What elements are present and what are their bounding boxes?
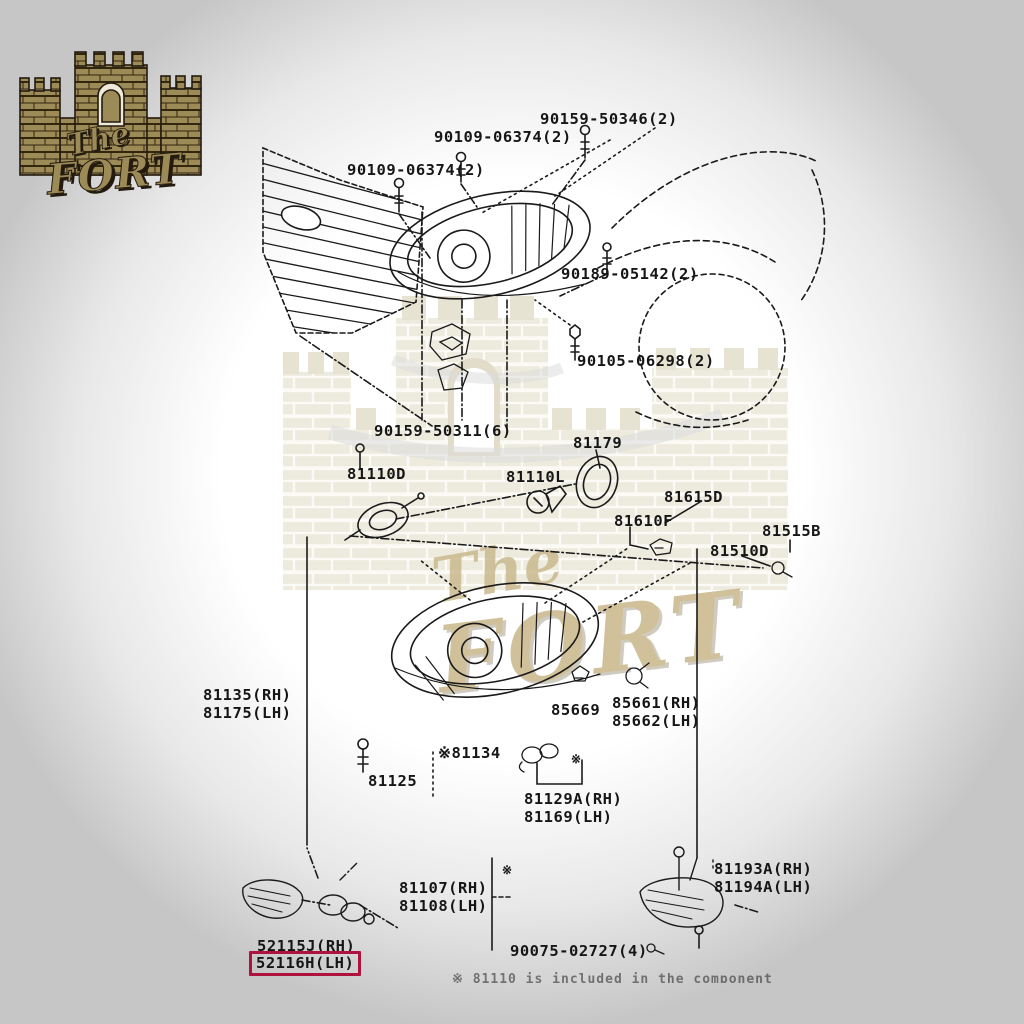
- part-label-81135-81175: 81135(RH)81175(LH): [203, 686, 292, 722]
- svg-text:FORT: FORT: [47, 146, 189, 202]
- screw-81125: [357, 738, 369, 773]
- clip-90075: [646, 943, 665, 955]
- part-label-81129A-81169: 81129A(RH)81169(LH): [524, 790, 623, 826]
- ring-81179: [575, 455, 619, 509]
- bracket-81193-drawing: [639, 846, 724, 928]
- part-label-90159-50311: 90159-50311(6): [374, 422, 512, 440]
- part-label-81125: 81125: [368, 772, 418, 790]
- grille-drawing: [262, 146, 424, 334]
- part-label-81110L: 81110L: [506, 468, 565, 486]
- part-label-81107-81108: 81107(RH)81108(LH): [399, 879, 488, 915]
- lower-headlamp-drawing: [390, 582, 600, 701]
- part-label-ref-mark-b: ※: [571, 752, 582, 766]
- part-label-81134: ※81134: [438, 744, 501, 762]
- part-label-85661-85662: 85661(RH)85662(LH): [612, 694, 701, 730]
- part-label-81515B: 81515B: [762, 522, 821, 540]
- bulb-81110L: [526, 484, 568, 514]
- dotted-leads: [419, 127, 691, 801]
- part-label-81110D: 81110D: [347, 465, 406, 483]
- part-label-81179: 81179: [573, 434, 623, 452]
- logo-text-the: The: [64, 116, 133, 163]
- part-label-52116H: 52116H(LH): [249, 951, 362, 976]
- car-body-outline: [597, 151, 826, 429]
- the-fort-logo: The The FORT FORT: [19, 51, 202, 202]
- leader-lines: [299, 159, 764, 929]
- small-bracket-parts: [429, 323, 471, 391]
- upper-headlamp-drawing: [389, 190, 591, 300]
- clip-85669: [571, 665, 590, 682]
- socket-81110D: [344, 492, 425, 541]
- logo-text-fort: FORT: [44, 143, 186, 202]
- clip-81134: [518, 743, 559, 773]
- clip-81610F: [649, 538, 673, 556]
- diagram-footnote: ※ 81110 is included in the component: [452, 972, 773, 983]
- part-label-ref-mark-a: ※: [502, 863, 513, 877]
- reference-lines: [306, 449, 791, 951]
- part-label-90105-06298: 90105-06298(2): [577, 352, 715, 370]
- part-label-81615D: 81615D: [664, 488, 723, 506]
- part-label-81510D: 81510D: [710, 542, 769, 560]
- part-label-90109-06374-b: 90109-06374(2): [347, 161, 485, 179]
- part-label-81193A-81194A: 81193A(RH)81194A(LH): [714, 860, 813, 896]
- part-label-90075-02727: 90075-02727(4): [510, 942, 648, 960]
- part-label-85669: 85669: [551, 701, 601, 719]
- screw-icons: [355, 124, 704, 949]
- part-label-90159-50346: 90159-50346(2): [540, 110, 678, 128]
- retainer-part-drawing: [242, 861, 375, 925]
- part-label-52115J: 52115J(RH): [257, 937, 356, 955]
- part-label-90109-06374-a: 90109-06374(2): [434, 128, 572, 146]
- part-label-90189-05142: 90189-05142(2): [561, 265, 699, 283]
- bulb-85661: [625, 662, 650, 689]
- clip-81510D: [771, 561, 793, 578]
- part-label-81610F: 81610F: [614, 512, 673, 530]
